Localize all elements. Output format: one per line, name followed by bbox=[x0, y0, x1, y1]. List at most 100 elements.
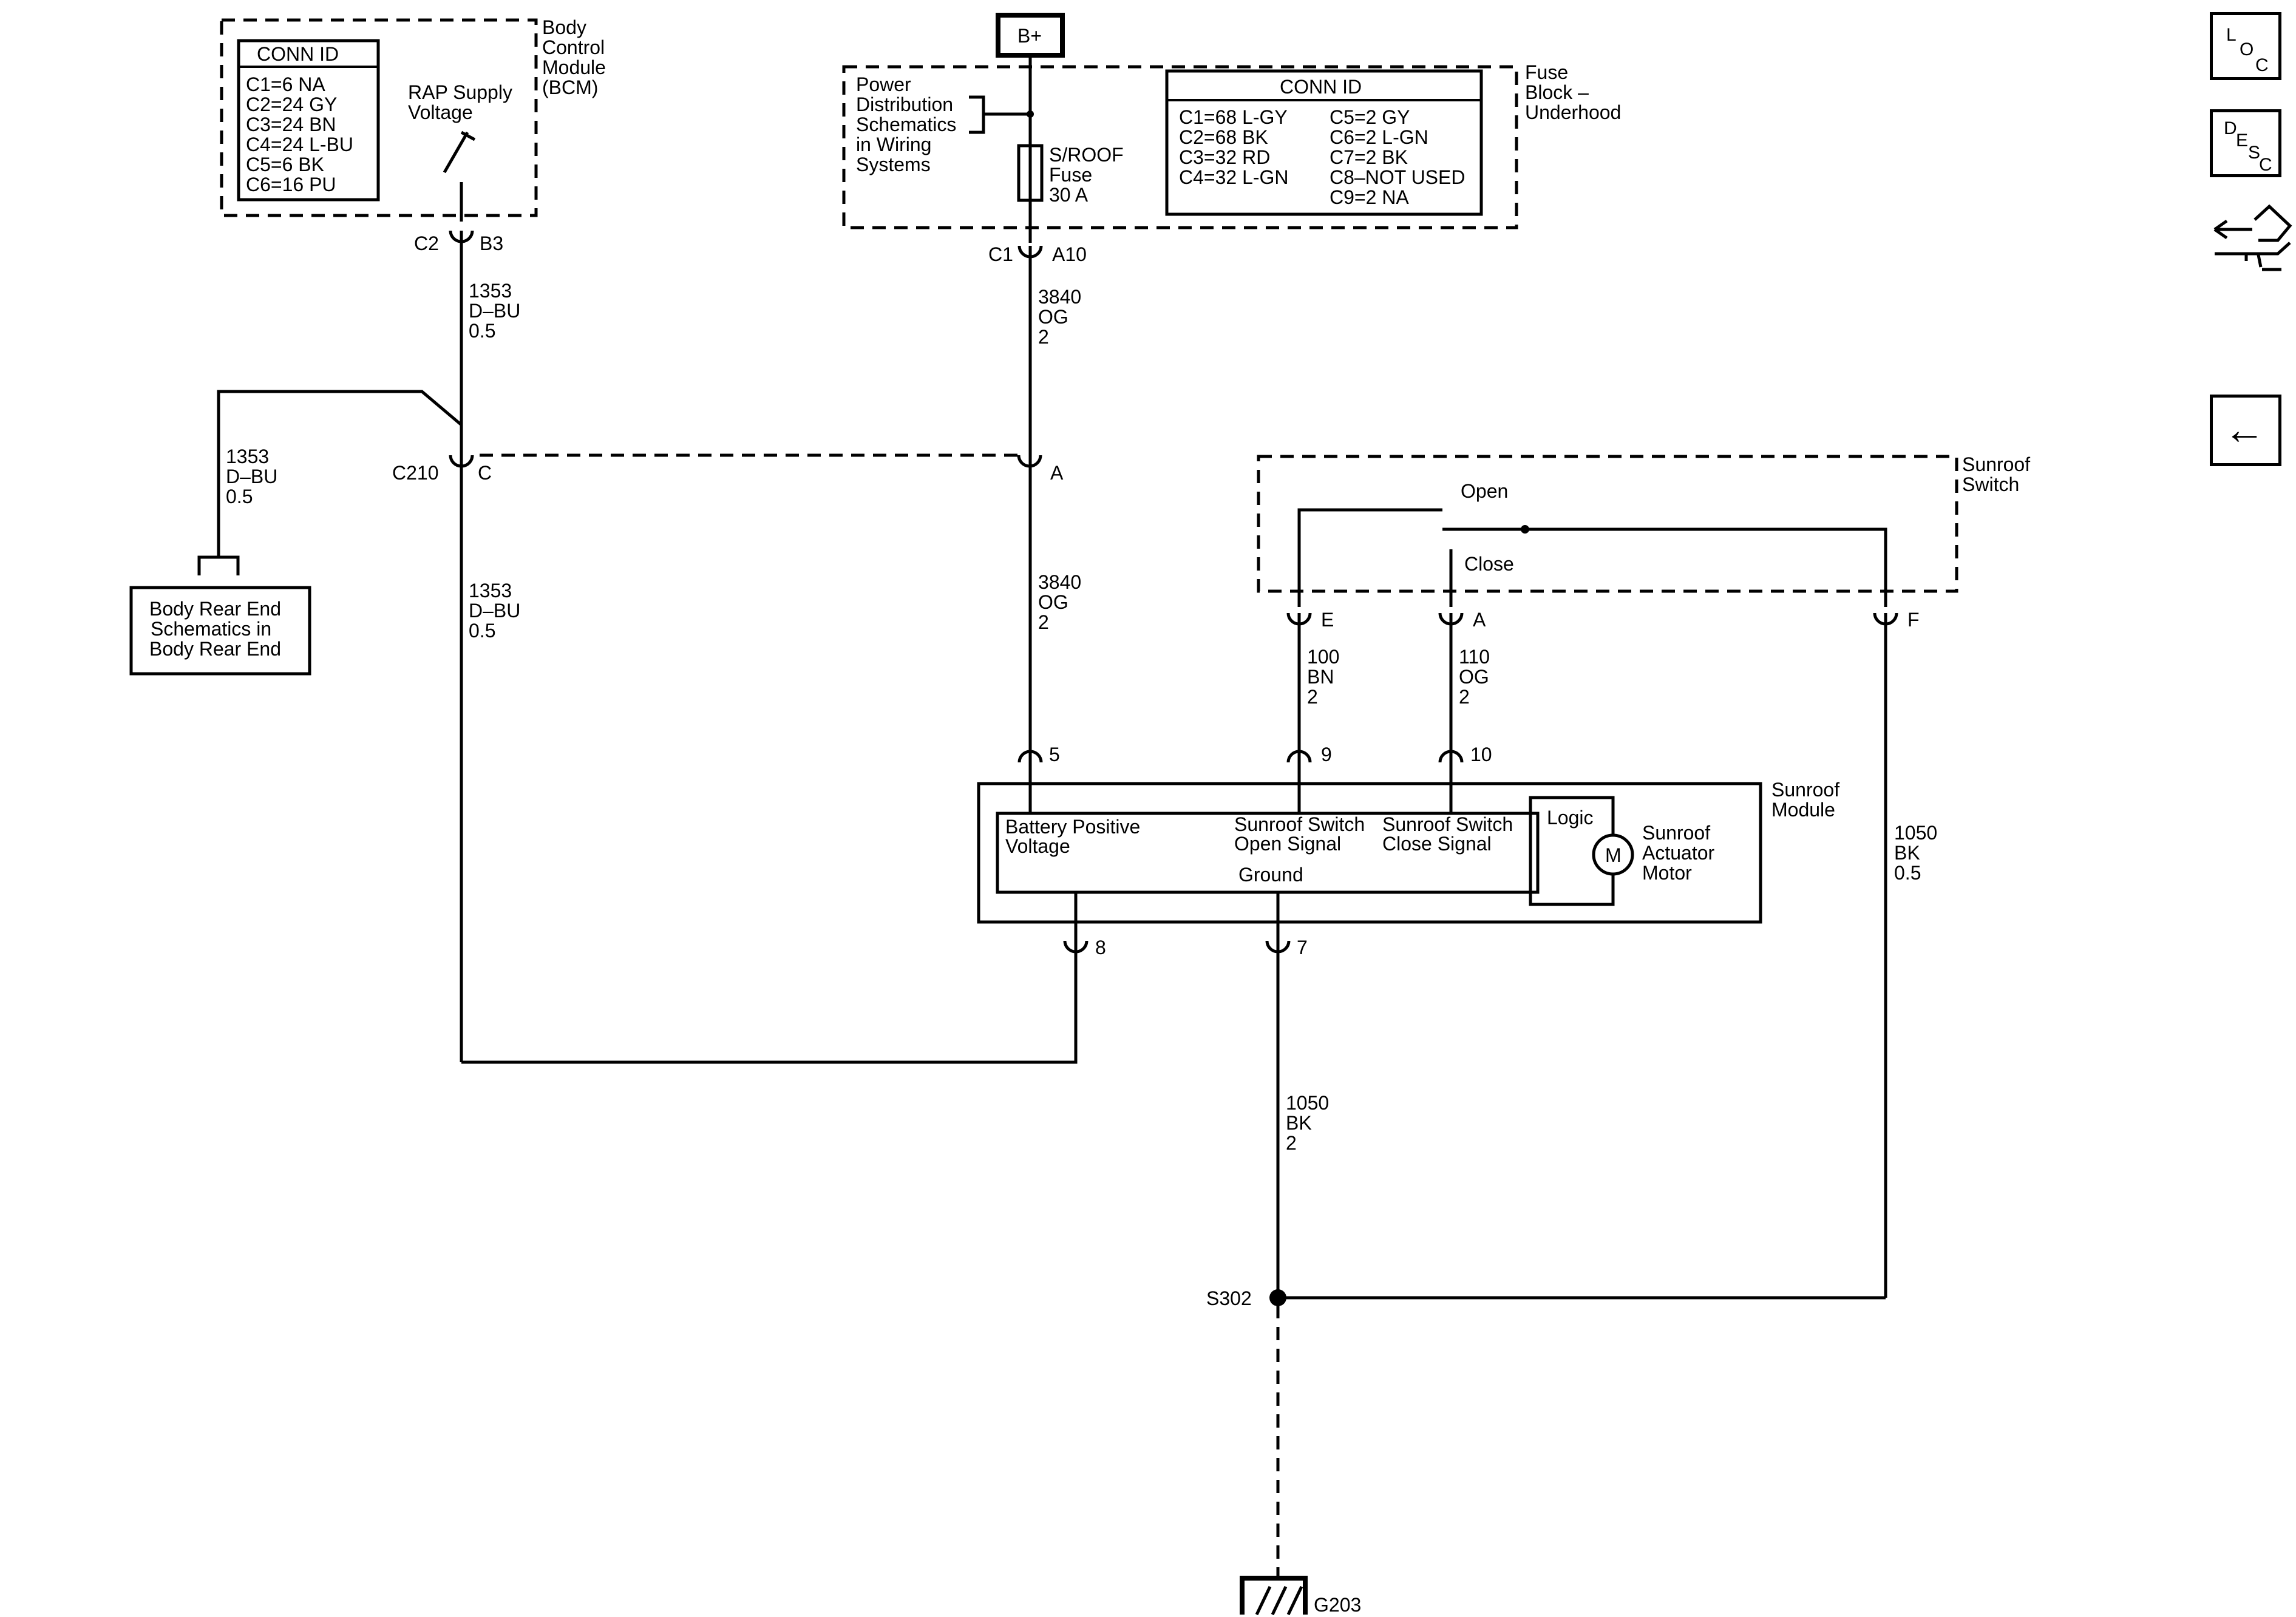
svg-text:C1: C1 bbox=[988, 243, 1013, 265]
loc-letter-o: O bbox=[2240, 39, 2254, 59]
svg-text:3840: 3840 bbox=[1038, 571, 1081, 593]
svg-text:Open Signal: Open Signal bbox=[1234, 833, 1341, 855]
svg-text:30 A: 30 A bbox=[1049, 184, 1089, 206]
svg-text:7: 7 bbox=[1297, 937, 1308, 958]
svg-text:Schematics: Schematics bbox=[856, 114, 956, 135]
fuse-block-conn-id-box bbox=[1165, 69, 1483, 216]
svg-text:C6=16 PU: C6=16 PU bbox=[246, 174, 336, 195]
splice-s302-dot bbox=[1269, 1289, 1286, 1306]
desc-letter-d: D bbox=[2224, 118, 2237, 138]
actuator-motor-label: Sunroof Actuator Motor bbox=[1642, 822, 1715, 884]
svg-text:C1=68 L-GY: C1=68 L-GY bbox=[1179, 106, 1288, 128]
svg-text:A: A bbox=[1473, 609, 1486, 631]
svg-text:C: C bbox=[478, 462, 492, 484]
svg-text:OG: OG bbox=[1459, 666, 1489, 688]
svg-text:0.5: 0.5 bbox=[226, 486, 253, 507]
svg-text:2: 2 bbox=[1038, 326, 1049, 348]
svg-text:OG: OG bbox=[1038, 591, 1068, 613]
rap-supply-label: RAP Supply Voltage bbox=[408, 81, 512, 123]
svg-text:3840: 3840 bbox=[1038, 286, 1081, 308]
svg-text:C6=2 L-GN: C6=2 L-GN bbox=[1330, 126, 1428, 148]
bcm-title: Body Control Module (BCM) bbox=[542, 16, 606, 98]
splice-s302-label: S302 bbox=[1206, 1287, 1252, 1309]
svg-text:Sunroof: Sunroof bbox=[1642, 822, 1710, 844]
svg-text:1353: 1353 bbox=[469, 580, 512, 602]
svg-text:(BCM): (BCM) bbox=[542, 76, 598, 98]
body-rear-end-box bbox=[129, 586, 311, 676]
open-signal-label: Sunroof Switch Open Signal bbox=[1234, 813, 1365, 855]
switch-open-contact bbox=[1297, 508, 1442, 607]
svg-text:A10: A10 bbox=[1052, 243, 1087, 265]
module-pin-7: 7 bbox=[1265, 937, 1308, 958]
svg-text:C7=2 BK: C7=2 BK bbox=[1330, 146, 1408, 168]
wire-1353-top-label: 1353 D–BU 0.5 bbox=[469, 280, 520, 342]
svg-text:Sunroof Switch: Sunroof Switch bbox=[1234, 813, 1365, 835]
bcm-conn-id-box bbox=[237, 39, 380, 202]
svg-text:Voltage: Voltage bbox=[1005, 835, 1070, 857]
svg-text:Systems: Systems bbox=[856, 154, 931, 175]
svg-text:D–BU: D–BU bbox=[226, 466, 277, 487]
svg-text:10: 10 bbox=[1470, 744, 1492, 765]
svg-text:BN: BN bbox=[1307, 666, 1334, 688]
svg-text:Motor: Motor bbox=[1642, 862, 1692, 884]
svg-text:0.5: 0.5 bbox=[469, 320, 495, 342]
svg-text:Body Rear End: Body Rear End bbox=[149, 598, 281, 620]
body-rear-end-text: Body Rear End Schematics in Body Rear En… bbox=[149, 598, 281, 660]
switch-open-label: Open bbox=[1461, 480, 1508, 502]
svg-text:Sunroof: Sunroof bbox=[1962, 453, 2030, 475]
c210-pin-a: A bbox=[1017, 455, 1064, 484]
svg-text:E: E bbox=[1321, 609, 1334, 631]
svg-text:9: 9 bbox=[1321, 744, 1332, 765]
svg-text:100: 100 bbox=[1307, 646, 1339, 668]
svg-text:Body: Body bbox=[542, 16, 586, 38]
battery-positive-label: Battery Positive Voltage bbox=[1005, 816, 1140, 857]
rap-switch bbox=[443, 131, 476, 222]
wire-1353-branch bbox=[217, 390, 463, 557]
svg-text:2: 2 bbox=[1459, 686, 1470, 708]
wire-3840-top-label: 3840 OG 2 bbox=[1038, 286, 1081, 348]
fuse-block-title: Fuse Block – Underhood bbox=[1525, 61, 1621, 123]
svg-text:Fuse: Fuse bbox=[1049, 164, 1092, 186]
ground-g203-label: G203 bbox=[1314, 1594, 1361, 1616]
svg-text:Module: Module bbox=[542, 56, 606, 78]
sunroof-module-box bbox=[977, 782, 1762, 924]
switch-pin-e: E bbox=[1286, 609, 1334, 631]
motor-symbol bbox=[1592, 833, 1634, 876]
loc-letter-c: C bbox=[2255, 55, 2269, 75]
sunroof-switch-title: Sunroof Switch bbox=[1962, 453, 2030, 495]
description-view-button[interactable]: D E S C bbox=[2210, 109, 2281, 177]
svg-text:C5=2 GY: C5=2 GY bbox=[1330, 106, 1410, 128]
svg-text:C4=24 L-BU: C4=24 L-BU bbox=[246, 134, 353, 155]
svg-text:C3=24 BN: C3=24 BN bbox=[246, 114, 336, 135]
dtc-wrench-icon[interactable] bbox=[2213, 204, 2292, 271]
c210-pin-c: C210 C bbox=[392, 455, 492, 484]
desc-letter-c: C bbox=[2259, 155, 2272, 175]
desc-letter-s: S bbox=[2248, 143, 2261, 163]
svg-text:OG: OG bbox=[1038, 306, 1068, 328]
svg-text:Body Rear End: Body Rear End bbox=[149, 638, 281, 660]
sunroof-module-inner-box bbox=[996, 812, 1540, 894]
bcm-pin-b3: C2 B3 bbox=[414, 230, 503, 254]
svg-text:RAP Supply: RAP Supply bbox=[408, 81, 512, 103]
svg-text:Sunroof: Sunroof bbox=[1771, 779, 1839, 801]
svg-text:Fuse: Fuse bbox=[1525, 61, 1568, 83]
svg-text:BK: BK bbox=[1286, 1112, 1312, 1134]
svg-text:2: 2 bbox=[1307, 686, 1318, 708]
svg-text:C2=68 BK: C2=68 BK bbox=[1179, 126, 1268, 148]
svg-text:C210: C210 bbox=[392, 462, 439, 484]
module-pin-8: 8 bbox=[1063, 937, 1106, 958]
svg-text:F: F bbox=[1907, 609, 1920, 631]
svg-text:C2=24 GY: C2=24 GY bbox=[246, 93, 337, 115]
svg-text:C2: C2 bbox=[414, 232, 439, 254]
svg-text:1353: 1353 bbox=[469, 280, 512, 302]
back-button[interactable]: ← bbox=[2210, 395, 2281, 466]
svg-text:Distribution: Distribution bbox=[856, 93, 953, 115]
fuse-block-dashed-box bbox=[842, 65, 1518, 229]
fuse-block-pin-a10: C1 A10 bbox=[988, 243, 1087, 265]
wire-3840-mid-label: 3840 OG 2 bbox=[1038, 571, 1081, 633]
svg-text:Schematics in: Schematics in bbox=[151, 618, 271, 640]
location-view-button[interactable]: L O C bbox=[2210, 12, 2281, 80]
switch-pin-f: F bbox=[1873, 609, 1920, 631]
svg-text:S/ROOF: S/ROOF bbox=[1049, 144, 1124, 166]
